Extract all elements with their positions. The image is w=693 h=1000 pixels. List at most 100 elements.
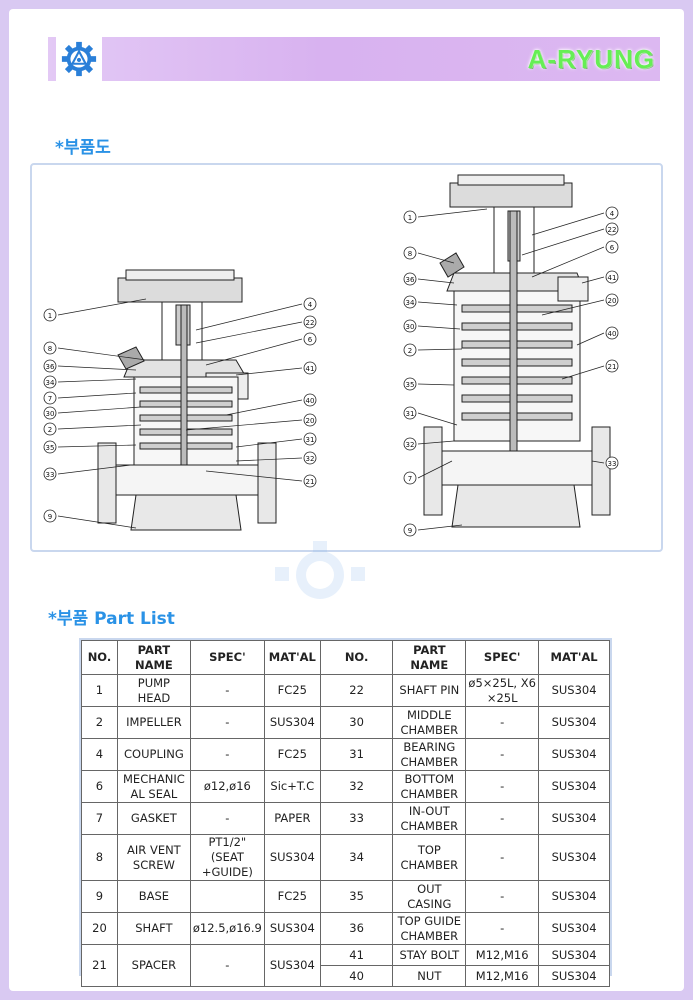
callout-label: 41: [608, 274, 617, 282]
cell-spec: ø12,ø16: [189, 770, 265, 803]
cell-material: FC25: [263, 880, 321, 913]
callout-label: 22: [608, 226, 617, 234]
cell-no: 21: [81, 944, 118, 987]
callout-label: 8: [408, 250, 412, 258]
header-material: MAT'AL: [538, 640, 610, 675]
callout-label: 8: [48, 345, 52, 353]
header-part-name: PART NAME: [116, 640, 191, 675]
cell-name: BOTTOM CHAMBER: [392, 770, 467, 803]
cell-no: 8: [81, 834, 118, 881]
cell-material: SUS304: [263, 912, 321, 945]
cell-name: MECHANIC AL SEAL: [116, 770, 191, 803]
callout-label: 1: [408, 214, 412, 222]
cell-no: 41: [319, 944, 394, 966]
header-no: NO.: [319, 640, 394, 675]
cell-material: PAPER: [263, 802, 321, 835]
cell-material: FC25: [263, 738, 321, 771]
parts-table: NO. PART NAME SPEC' MAT'AL NO. PART NAME…: [81, 640, 610, 987]
cell-no: 9: [81, 880, 118, 913]
cell-name: TOP GUIDE CHAMBER: [392, 912, 467, 945]
callout-label: 21: [608, 363, 617, 371]
cell-name: SHAFT PIN: [392, 674, 467, 707]
table-row: 8 AIR VENT SCREW PT1/2"(SEAT +GUIDE) SUS…: [81, 834, 610, 881]
cell-material: SUS304: [538, 834, 610, 881]
gear-logo-icon: [61, 41, 97, 77]
brand-name: A-RYUNG: [527, 44, 655, 74]
callout-label: 34: [46, 379, 55, 387]
cell-spec: -: [189, 944, 265, 987]
cell-material: SUS304: [538, 944, 610, 966]
cell-material: SUS304: [538, 770, 610, 803]
cell-material: SUS304: [538, 880, 610, 913]
callout-label: 20: [306, 417, 315, 425]
cell-name: BASE: [116, 880, 191, 913]
cell-spec: ø12.5,ø16.9: [189, 912, 265, 945]
cell-material: SUS304: [538, 674, 610, 707]
cell-name: STAY BOLT: [392, 944, 467, 966]
callout-label: 30: [406, 323, 415, 331]
cell-spec: -: [189, 674, 265, 707]
cell-spec: -: [465, 912, 540, 945]
gear-watermark-icon: [275, 541, 365, 599]
cell-spec: [189, 880, 265, 913]
callout-label: 4: [610, 210, 615, 218]
header-banner: [48, 37, 660, 81]
callout-label: 32: [306, 455, 315, 463]
callout-label: 40: [608, 330, 617, 338]
callout-label: 1: [48, 312, 52, 320]
cell-spec: -: [465, 738, 540, 771]
cell-spec: -: [465, 770, 540, 803]
cell-name: PUMP HEAD: [116, 674, 191, 707]
cell-material: Sic+T.C: [263, 770, 321, 803]
callout-label: 9: [408, 527, 412, 535]
cell-name: IMPELLER: [116, 706, 191, 739]
cell-material: FC25: [263, 674, 321, 707]
cell-material: SUS304: [538, 706, 610, 739]
cell-no: 40: [319, 965, 394, 987]
cell-no: 36: [319, 912, 394, 945]
callout-label: 21: [306, 478, 315, 486]
table-row: 20 SHAFT ø12.5,ø16.9 SUS304 36 TOP GUIDE…: [81, 912, 610, 945]
cell-no: 30: [319, 706, 394, 739]
cell-spec: ø5×25L, X6 ×25L: [465, 674, 540, 707]
table-row: 4 COUPLING - FC25 31 BEARING CHAMBER - S…: [81, 738, 610, 771]
cell-spec: -: [465, 834, 540, 881]
cell-material: SUS304: [263, 706, 321, 739]
cell-spec: -: [189, 802, 265, 835]
cell-name: SHAFT: [116, 912, 191, 945]
table-header-row: NO. PART NAME SPEC' MAT'AL NO. PART NAME…: [81, 640, 610, 675]
table-row: 2 IMPELLER - SUS304 30 MIDDLE CHAMBER - …: [81, 706, 610, 739]
callout-label: 7: [408, 475, 412, 483]
callout-label: 7: [48, 395, 52, 403]
callout-label: 30: [46, 410, 55, 418]
cell-no: 1: [81, 674, 118, 707]
table-row: 40 NUT M12,M16 SUS304: [82, 965, 610, 987]
cell-no: 33: [319, 802, 394, 835]
header-part-name: PART NAME: [392, 640, 467, 675]
cell-no: 31: [319, 738, 394, 771]
cell-spec: -: [465, 802, 540, 835]
callout-label: 34: [406, 299, 415, 307]
callout-label: 4: [308, 301, 313, 309]
cell-name: SPACER: [116, 944, 191, 987]
cell-name: TOP CHAMBER: [392, 834, 467, 881]
parts-drawing-frame: 1 8 36 34 7 30 2 35 33 9 4 22 6 41 40 20…: [30, 163, 663, 552]
pump-drawing-large: 1 8 36 34 30 2 35 31 32 7 9 4 22 6 41 20…: [403, 174, 619, 537]
cell-material: SUS304: [263, 834, 321, 881]
cell-spec: M12,M16: [465, 944, 540, 966]
cell-name: GASKET: [116, 802, 191, 835]
callout-label: 31: [406, 410, 415, 418]
drawing-section-title: *부품도: [55, 138, 111, 158]
cell-no: 7: [81, 802, 118, 835]
callout-label: 35: [406, 381, 415, 389]
cell-name: BEARING CHAMBER: [392, 738, 467, 771]
cell-name: COUPLING: [116, 738, 191, 771]
cell-material: SUS304: [538, 912, 610, 945]
callout-label: 9: [48, 513, 52, 521]
cell-spec: -: [189, 706, 265, 739]
callout-label: 33: [46, 471, 55, 479]
cell-spec: M12,M16: [465, 965, 540, 987]
cell-spec: -: [465, 880, 540, 913]
header-spec: SPEC': [465, 640, 540, 675]
header-spec: SPEC': [189, 640, 265, 675]
